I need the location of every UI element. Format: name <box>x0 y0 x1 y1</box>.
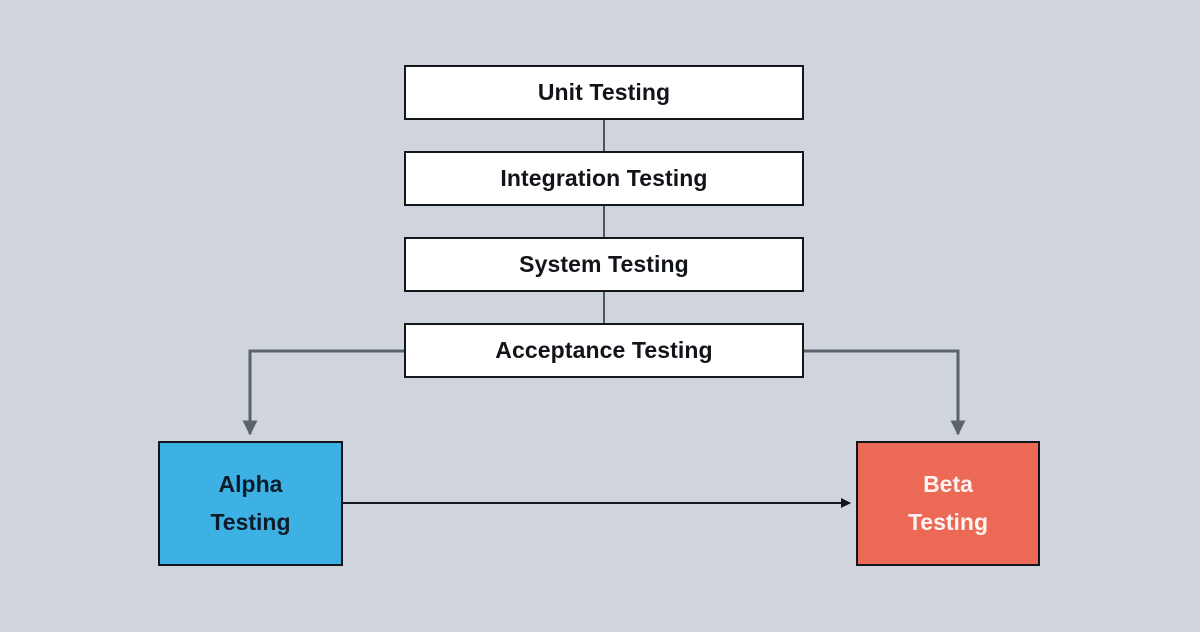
edge-acceptance-to-alpha <box>242 349 404 436</box>
node-acceptance-testing-label: Acceptance Testing <box>495 337 713 363</box>
node-unit-testing-label: Unit Testing <box>537 79 671 105</box>
node-beta-testing-label: Beta Testing <box>907 470 989 535</box>
node-system-testing-label: System Testing <box>519 251 689 277</box>
node-alpha-testing-label: Alpha Testing <box>210 470 291 535</box>
node-integration-testing[interactable]: Integration Testing <box>404 151 804 206</box>
node-integration-testing-label: Integration Testing <box>500 165 708 191</box>
edge-acceptance-to-beta <box>804 349 966 436</box>
node-system-testing[interactable]: System Testing <box>404 237 804 292</box>
node-unit-testing[interactable]: Unit Testing <box>404 65 804 120</box>
node-beta-testing[interactable]: Beta Testing <box>856 441 1040 566</box>
node-acceptance-testing[interactable]: Acceptance Testing <box>404 323 804 378</box>
node-alpha-testing[interactable]: Alpha Testing <box>158 441 343 566</box>
